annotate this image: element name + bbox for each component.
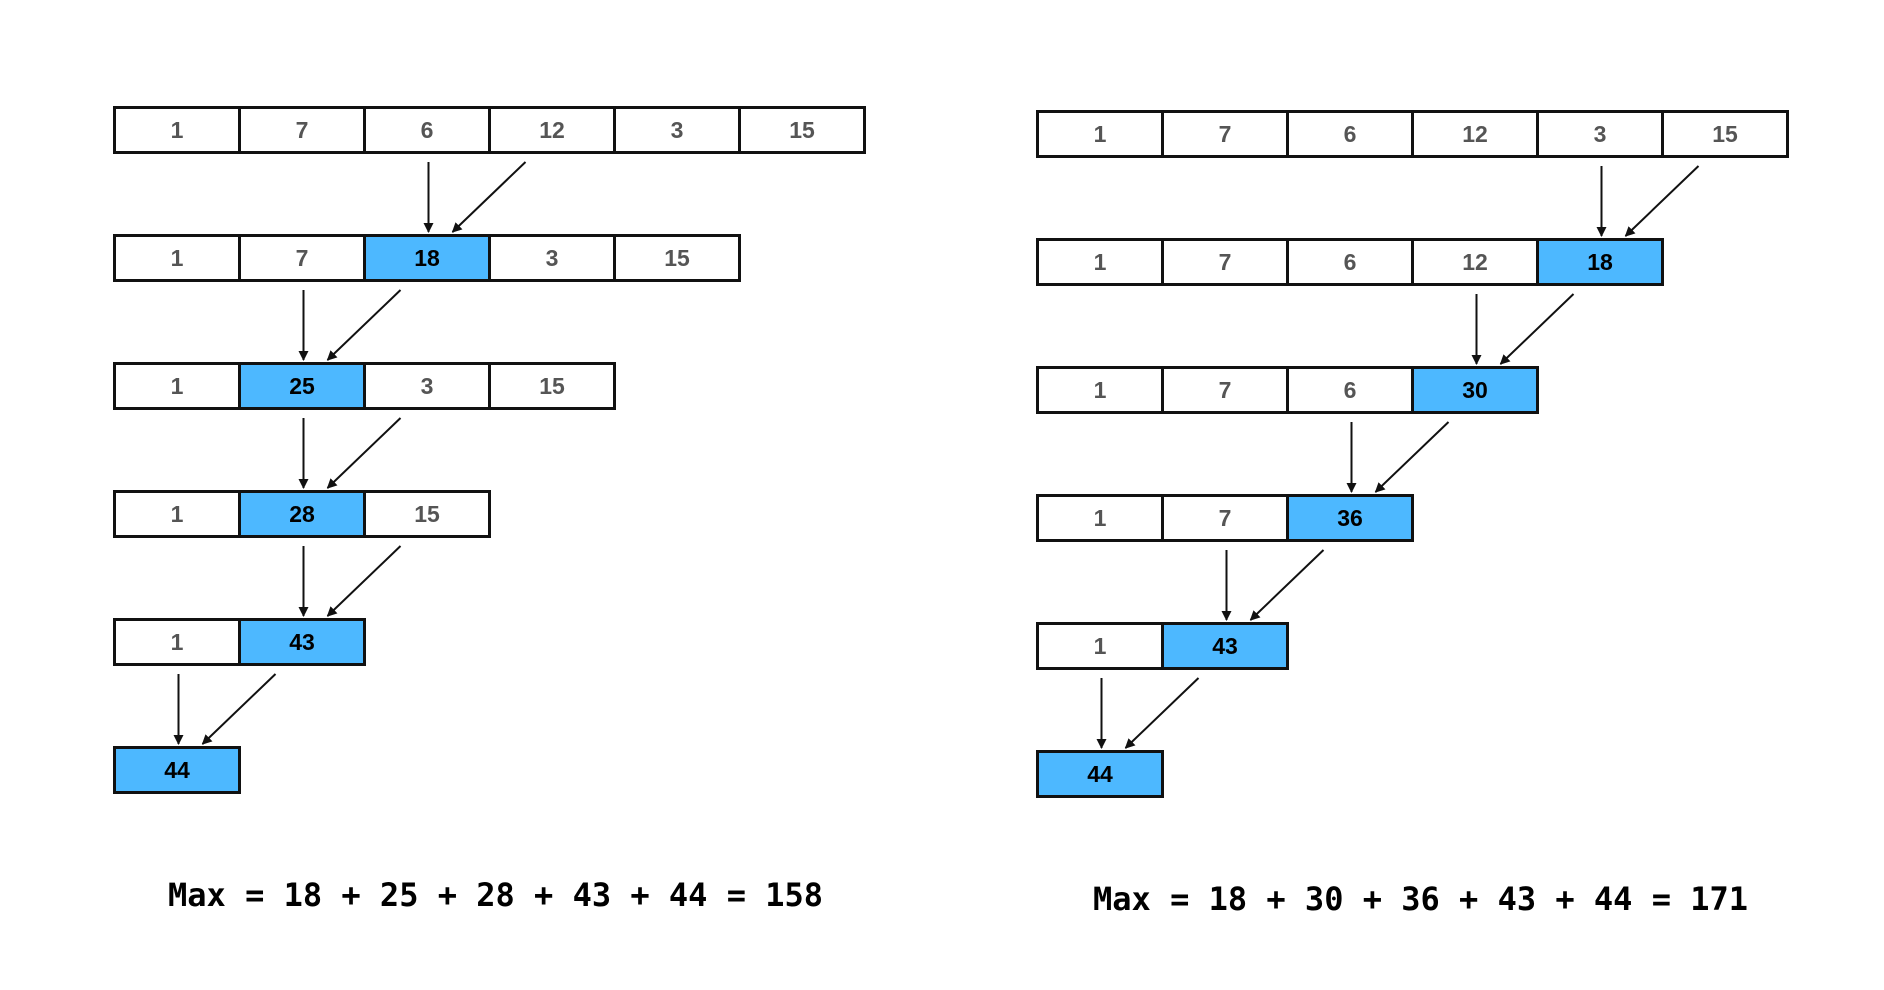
array-cell: 1 — [1039, 369, 1164, 411]
array-cell: 1 — [116, 621, 241, 663]
merged-cell: 25 — [241, 365, 366, 407]
array-cell: 6 — [1289, 241, 1414, 283]
merge-arrow-diagonal — [1499, 293, 1575, 365]
array-cell: 7 — [1164, 369, 1289, 411]
array-cell: 15 — [616, 237, 738, 279]
merged-cell: 44 — [116, 749, 238, 791]
merged-cell: 30 — [1414, 369, 1536, 411]
merged-cell: 43 — [241, 621, 363, 663]
merged-cell: 36 — [1289, 497, 1411, 539]
array-cell: 3 — [1539, 113, 1664, 155]
merge-arrow-diagonal — [326, 545, 402, 617]
array-cell: 3 — [366, 365, 491, 407]
array-cell: 1 — [116, 237, 241, 279]
array-cell: 1 — [1039, 497, 1164, 539]
array-cell: 1 — [1039, 241, 1164, 283]
merged-cell: 18 — [366, 237, 491, 279]
merge-arrow-diagonal — [326, 417, 402, 489]
array-cell: 7 — [241, 109, 366, 151]
array-cell: 15 — [366, 493, 488, 535]
merged-cell: 44 — [1039, 753, 1161, 795]
merge-arrow-diagonal — [1624, 165, 1700, 237]
array-cell: 15 — [741, 109, 863, 151]
formula-right: Max = 18 + 30 + 36 + 43 + 44 = 171 — [1093, 880, 1749, 918]
merge-arrow-diagonal — [1249, 549, 1325, 621]
merge-arrow-diagonal — [201, 673, 277, 745]
array-cell: 3 — [616, 109, 741, 151]
merged-cell: 18 — [1539, 241, 1661, 283]
array-cell: 7 — [241, 237, 366, 279]
array-cell: 7 — [1164, 497, 1289, 539]
merge-arrow-diagonal — [1374, 421, 1450, 493]
array-cell: 15 — [1664, 113, 1786, 155]
array-cell: 1 — [116, 493, 241, 535]
array-row: 44 — [1036, 750, 1164, 798]
merge-arrow-diagonal — [1124, 677, 1200, 749]
merge-arrow-diagonal — [451, 161, 527, 233]
merged-cell: 43 — [1164, 625, 1286, 667]
merge-arrow-diagonal — [326, 289, 402, 361]
array-cell: 12 — [1414, 113, 1539, 155]
formula-left: Max = 18 + 25 + 28 + 43 + 44 = 158 — [168, 876, 824, 914]
array-cell: 6 — [366, 109, 491, 151]
array-cell: 12 — [491, 109, 616, 151]
merged-cell: 28 — [241, 493, 366, 535]
array-cell: 6 — [1289, 113, 1414, 155]
array-cell: 7 — [1164, 113, 1289, 155]
array-cell: 1 — [116, 109, 241, 151]
array-cell: 1 — [1039, 625, 1164, 667]
array-cell: 1 — [116, 365, 241, 407]
array-cell: 3 — [491, 237, 616, 279]
array-cell: 1 — [1039, 113, 1164, 155]
array-row: 44 — [113, 746, 241, 794]
array-cell: 7 — [1164, 241, 1289, 283]
array-cell: 6 — [1289, 369, 1414, 411]
array-cell: 12 — [1414, 241, 1539, 283]
array-cell: 15 — [491, 365, 613, 407]
